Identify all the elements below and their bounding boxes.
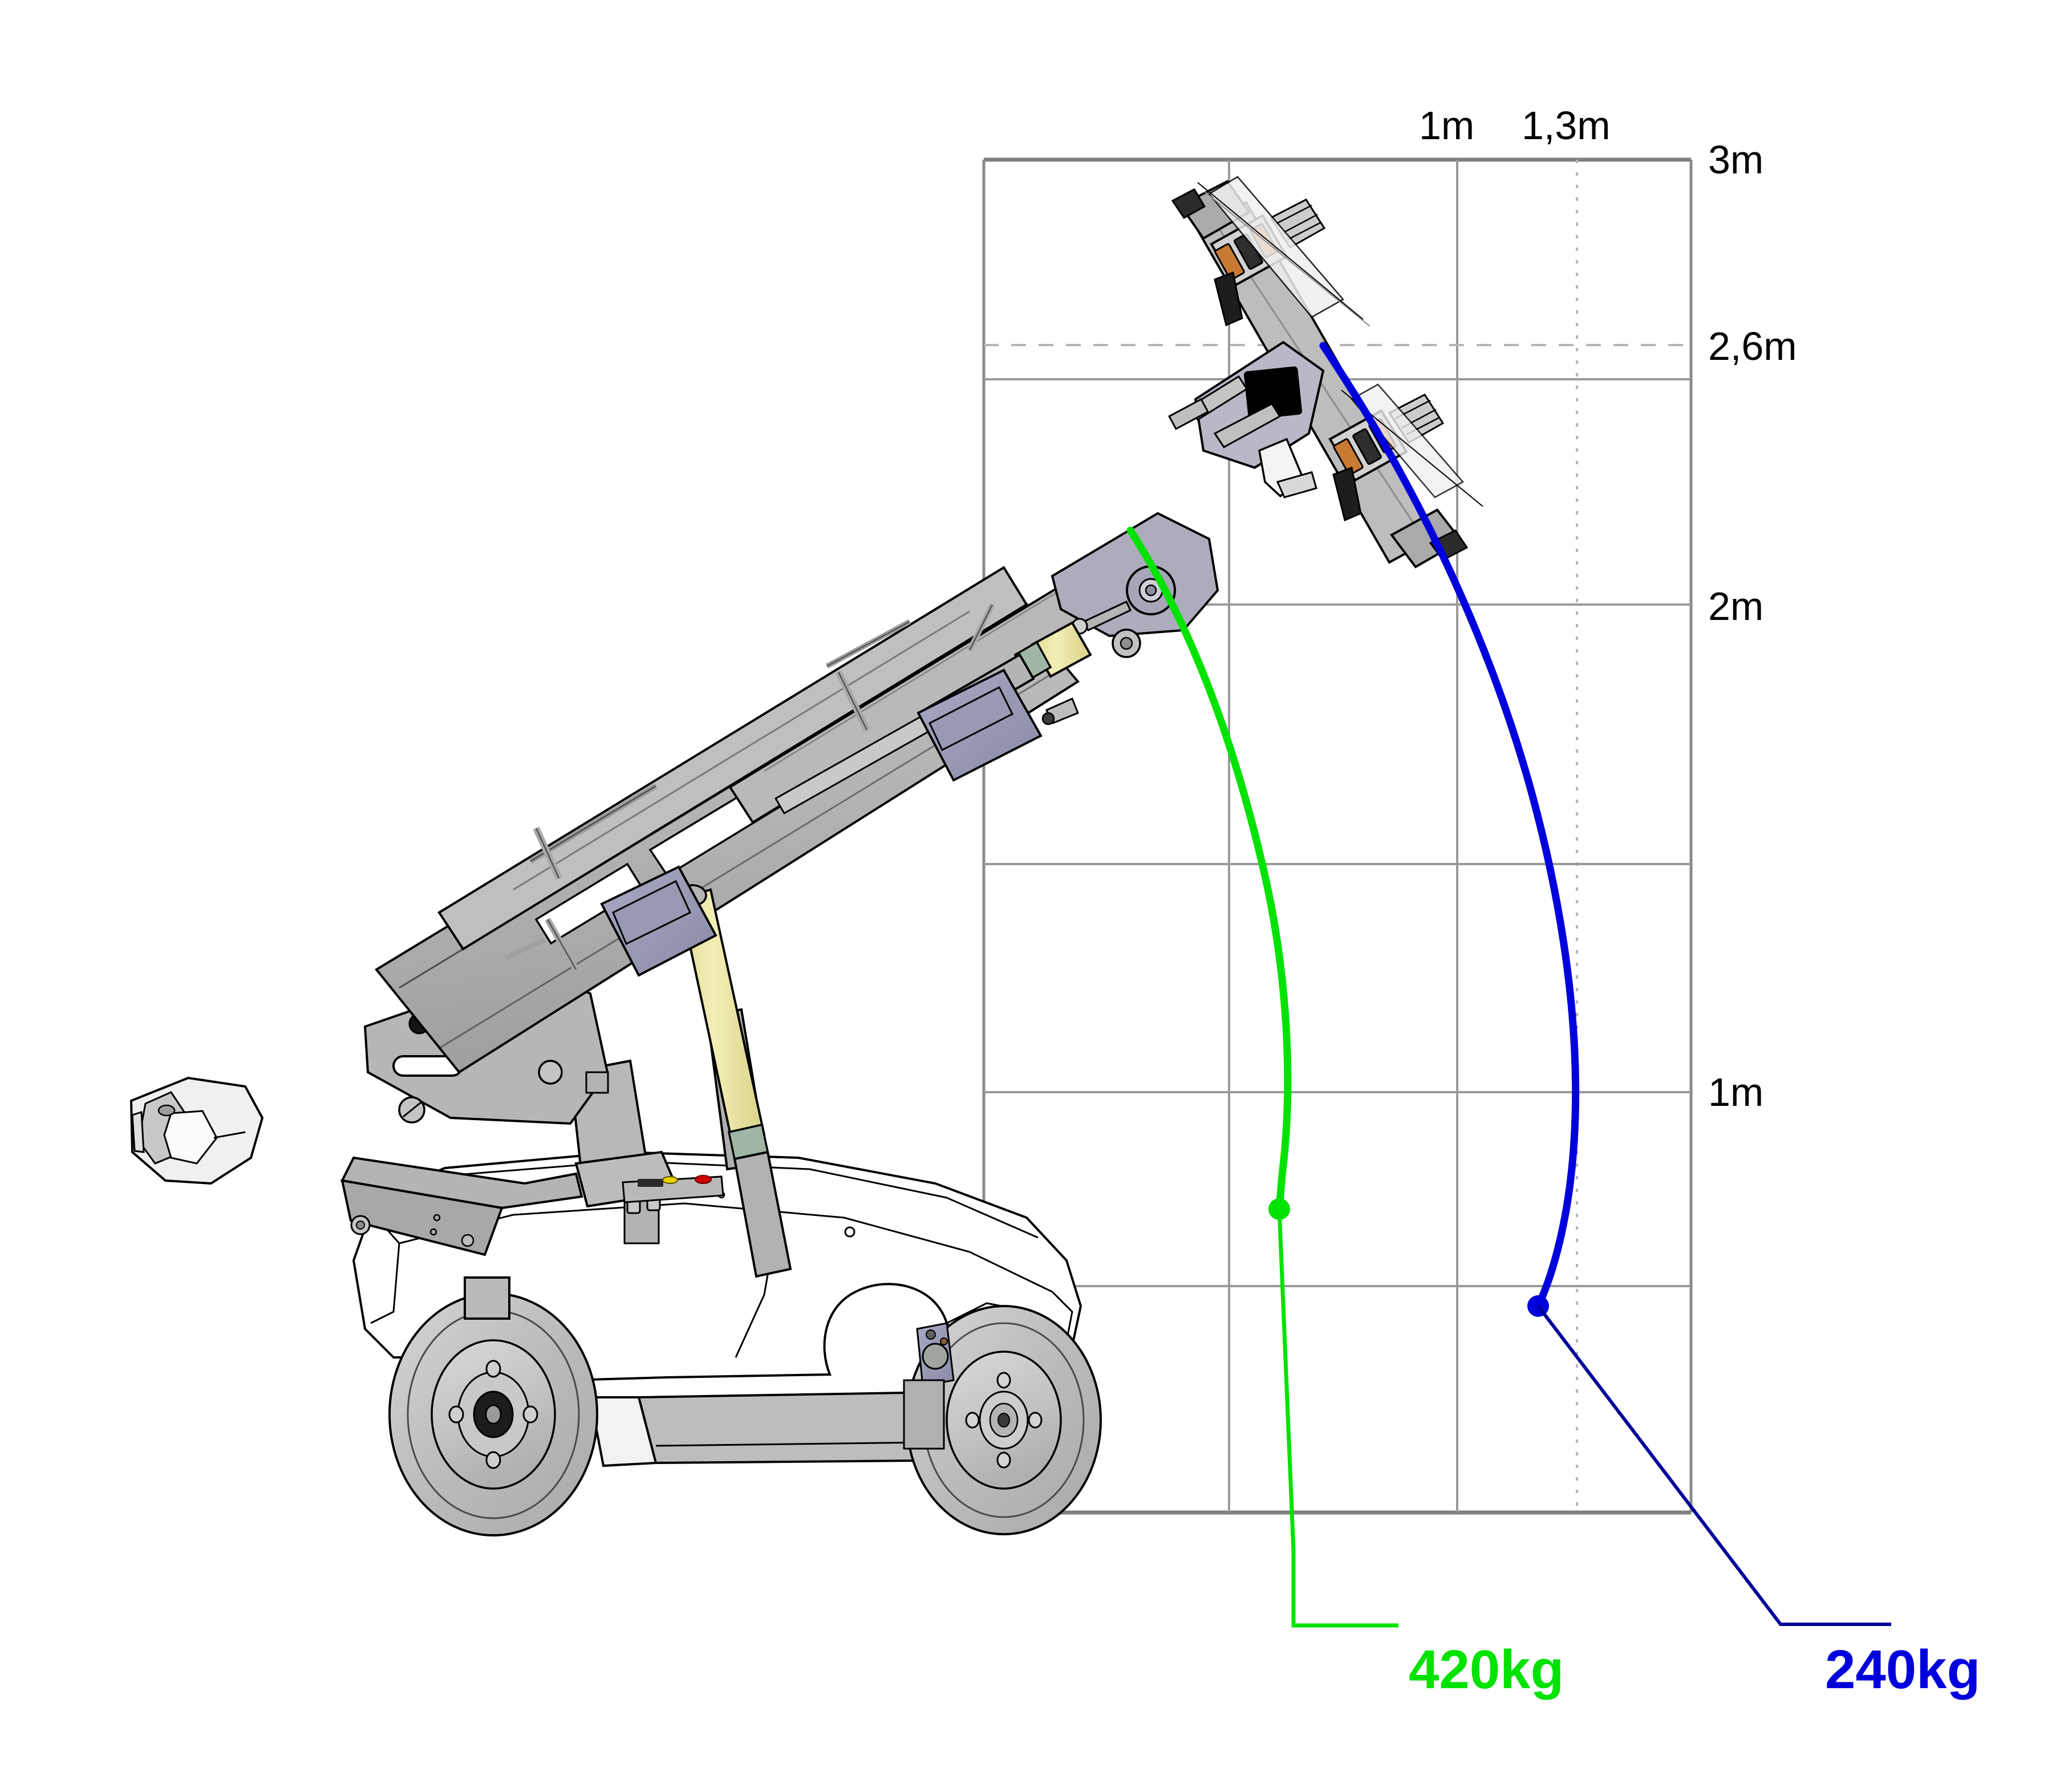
load-label-420kg: 420kg <box>1409 1639 1564 1700</box>
axis-label-right-3m: 3m <box>1708 137 1764 182</box>
head-tilt-unit <box>1167 340 1325 498</box>
panel-emergency-stop-icon <box>695 1175 712 1184</box>
axis-label-top-1m: 1m <box>1419 103 1475 148</box>
main-boom-upper-rail <box>437 566 1028 951</box>
glazing-robot-machine <box>129 176 1483 1536</box>
joystick-grip <box>129 1076 264 1185</box>
panel-display-icon <box>638 1179 663 1187</box>
axis-label-right-2-6m: 2,6m <box>1708 324 1797 368</box>
axis-label-right-2m: 2m <box>1708 584 1764 629</box>
hydraulic-valve-blocks <box>600 668 1079 977</box>
load-curve-420kg <box>1126 526 1398 1628</box>
panel-yellow-button-icon <box>662 1176 678 1184</box>
telescopic-boom <box>728 512 1219 824</box>
operator-control-arm <box>129 1076 680 1256</box>
suction-bellows-icon <box>1214 243 1245 281</box>
rear-wheel <box>903 1305 1102 1535</box>
measurement-grid <box>982 157 1693 1515</box>
axis-label-right-1m: 1m <box>1708 1070 1764 1114</box>
boom-guide-pins <box>504 603 995 971</box>
suction-cup-assembly-upper <box>1197 176 1370 327</box>
load-label-240kg: 240kg <box>1825 1639 1981 1700</box>
front-wheel <box>388 1276 598 1536</box>
operator-control-panel <box>622 1175 724 1203</box>
axis-label-top-1-3m: 1,3m <box>1522 103 1611 148</box>
load-curve-240kg <box>1319 342 1891 1626</box>
